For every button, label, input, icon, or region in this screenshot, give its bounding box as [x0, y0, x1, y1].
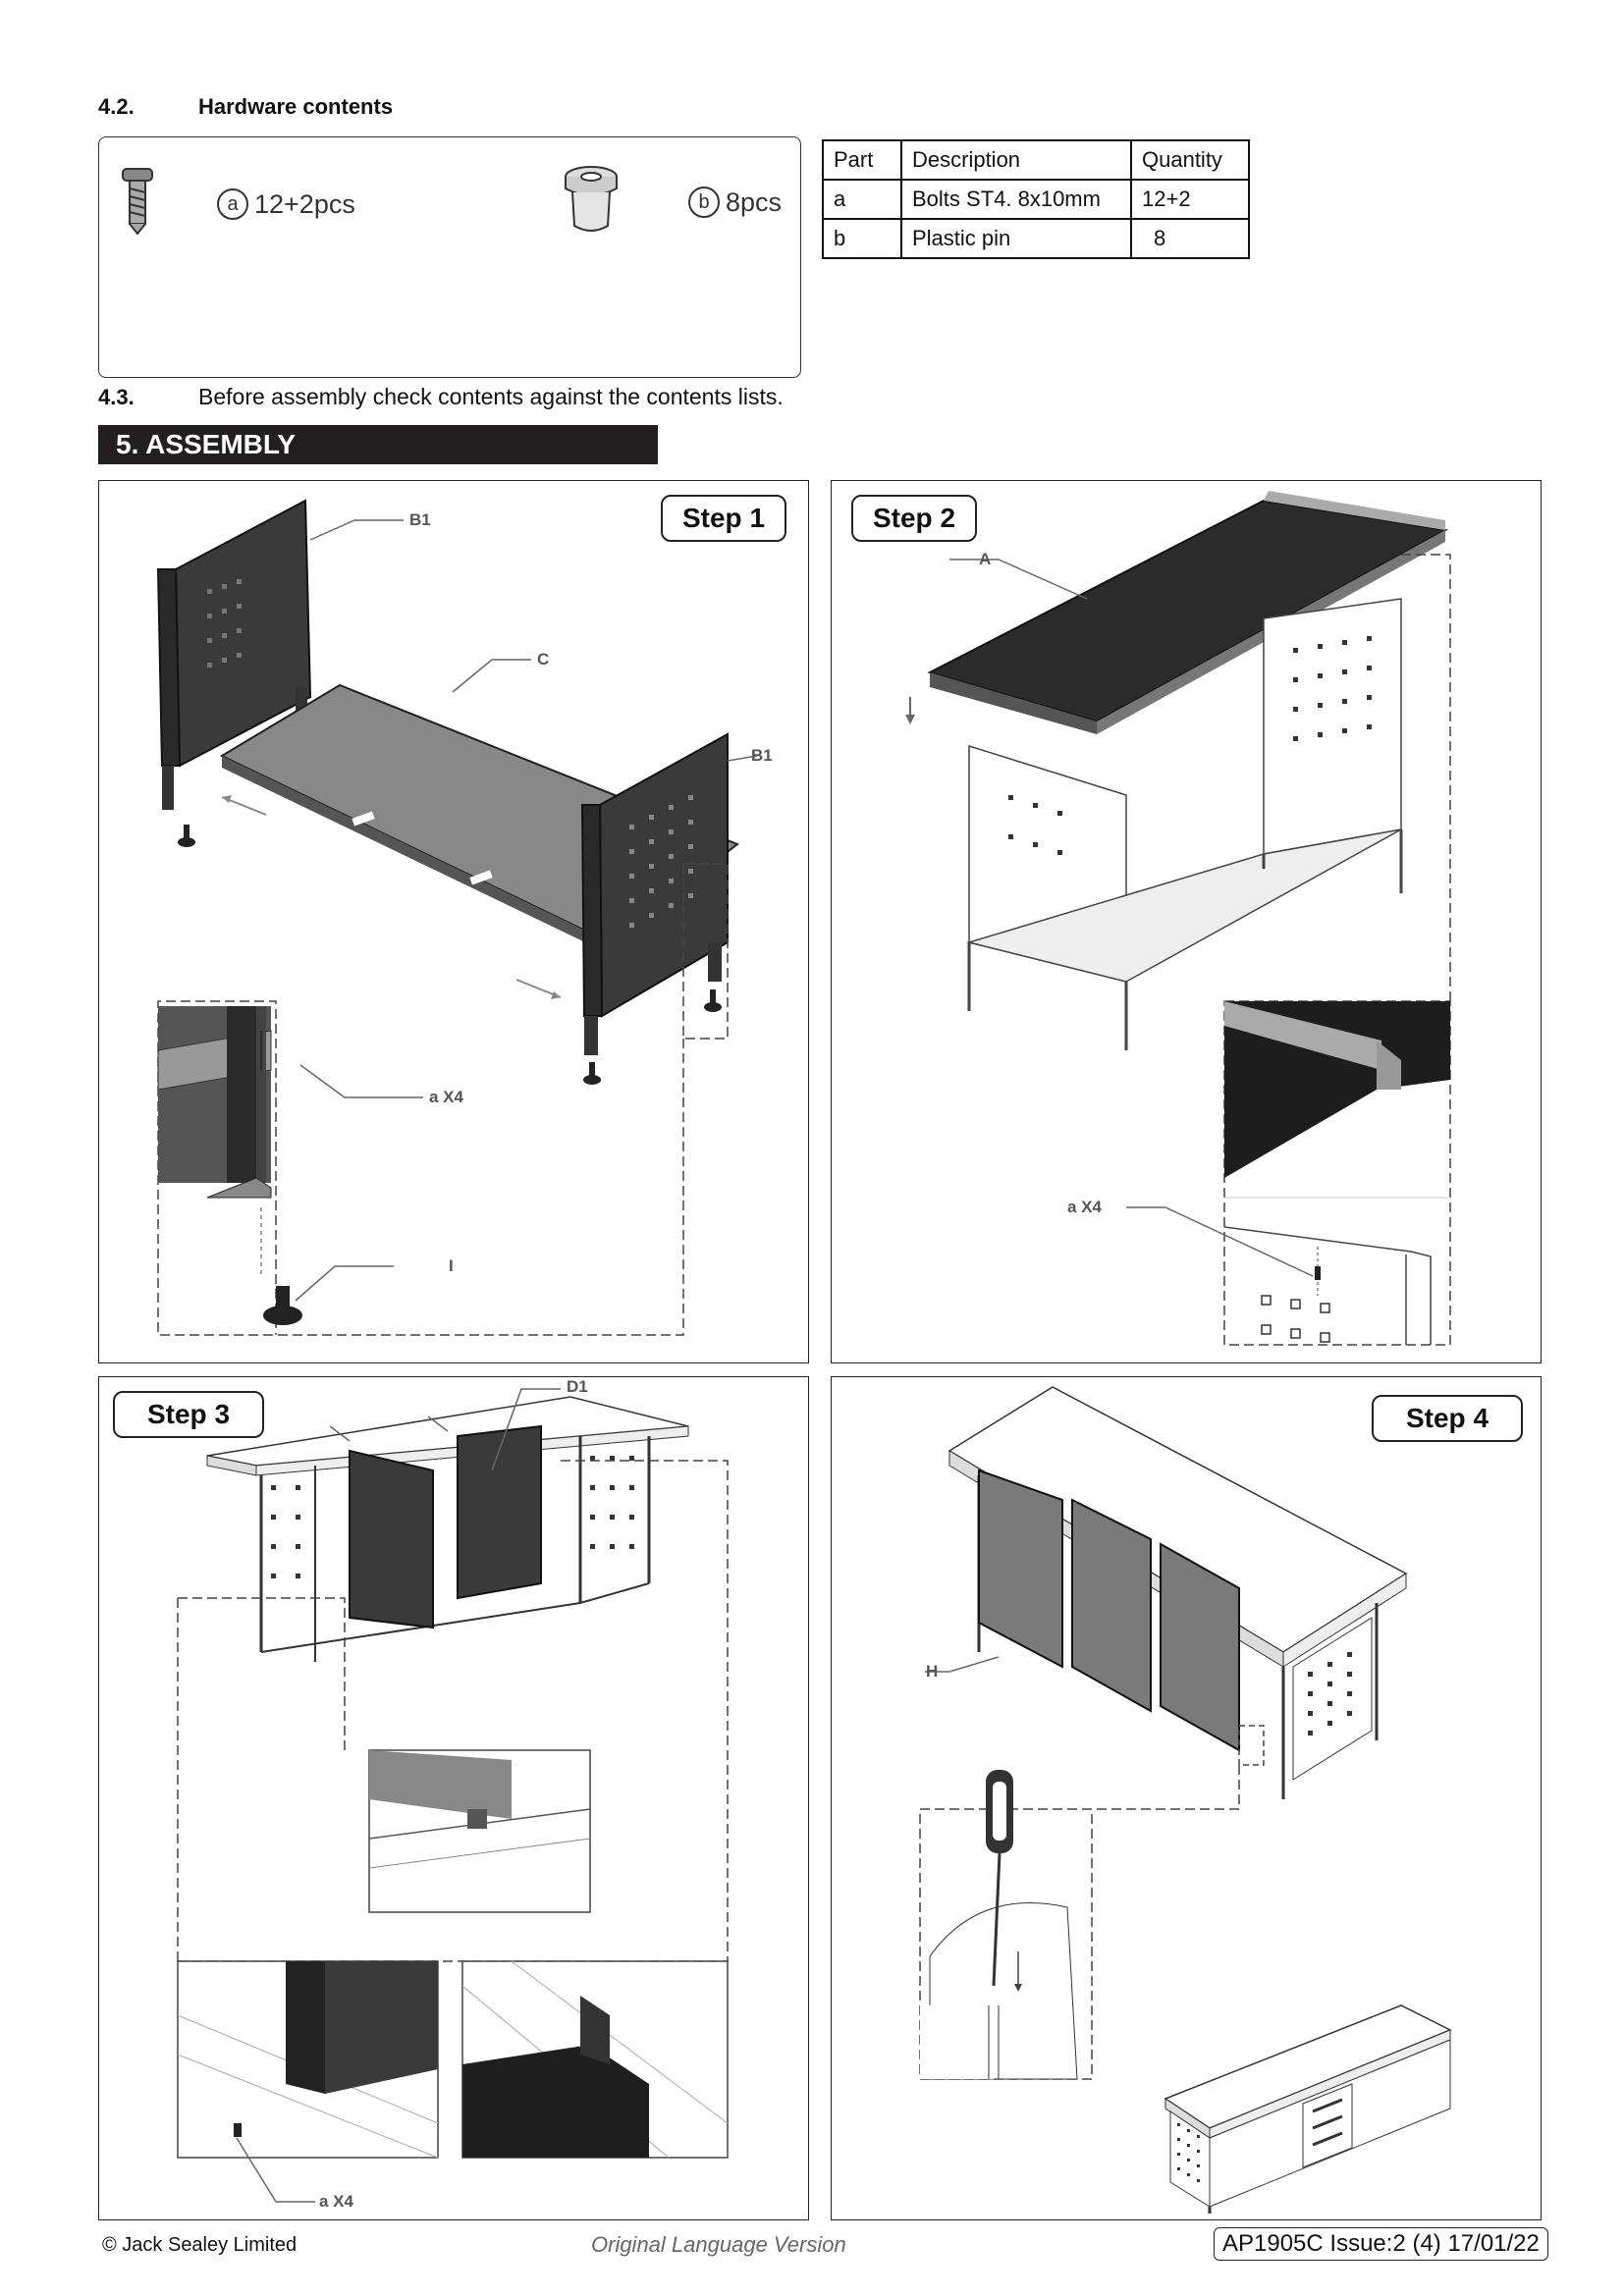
step1-illustration [156, 499, 758, 1336]
table-cell: 12+2 [1130, 179, 1250, 220]
part-b-quantity: 8pcs [726, 187, 783, 217]
footer-copyright: © Jack Sealey Limited [102, 2234, 298, 2256]
callout-a-x4: a X4 [429, 1088, 463, 1106]
table-header: Quantity [1130, 139, 1250, 181]
callout-h: H [926, 1662, 939, 1681]
parts-table: Part Description Quantity a Bolts ST4. 8… [822, 139, 1250, 259]
step1-label: Step 1 [661, 495, 786, 542]
step2-panel: Step 2 A a X4 [831, 480, 1542, 1363]
callout-d1: D1 [567, 1377, 588, 1396]
table-row: b Plastic pin 8 [822, 218, 1250, 259]
step2-label: Step 2 [851, 495, 977, 542]
assembly-banner: 5. ASSEMBLY [98, 425, 658, 464]
part-b-marker: b [688, 187, 720, 218]
table-cell: a [822, 179, 902, 220]
step1-panel: Step 1 B1 C B1 a X4 I [98, 480, 809, 1363]
footer-language-version: Original Language Version [591, 2232, 846, 2257]
check-contents-text: Before assembly check contents against t… [198, 384, 784, 409]
table-header: Description [900, 139, 1132, 181]
hardware-box: a 12+2pcs b 8pcs [98, 136, 801, 378]
table-header: Part [822, 139, 902, 181]
table-header-row: Part Description Quantity [822, 139, 1250, 181]
part-a-marker: a [217, 188, 248, 220]
step3-panel: Step 3 D1 a X4 [98, 1376, 809, 2220]
callout-c: C [537, 650, 550, 668]
table-cell: Plastic pin [900, 218, 1132, 259]
step2-illustration [905, 491, 1451, 1346]
step4-label: Step 4 [1372, 1395, 1523, 1442]
callout-i: I [449, 1256, 454, 1275]
callout-b1-left: B1 [409, 510, 431, 529]
callout-a: A [979, 550, 992, 568]
callout-a-x4: a X4 [319, 2192, 353, 2211]
callout-b1-right: B1 [751, 746, 773, 765]
plastic-pin-icon [565, 166, 618, 232]
step4-illustration [919, 1386, 1452, 2214]
footer-document-id: AP1905C Issue:2 (4) 17/01/22 [1214, 2227, 1548, 2261]
table-row: a Bolts ST4. 8x10mm 12+2 [822, 179, 1250, 220]
part-a-quantity: 12+2pcs [254, 188, 355, 219]
section-title-hardware: Hardware contents [198, 94, 394, 119]
table-cell: b [822, 218, 902, 259]
screw-icon [122, 168, 153, 236]
step4-panel: Step 4 H [831, 1376, 1542, 2220]
section-number-4-2: 4.2. [98, 94, 135, 119]
section-number-4-3: 4.3. [98, 385, 135, 409]
table-cell: Bolts ST4. 8x10mm [900, 179, 1132, 220]
callout-a-x4: a X4 [1067, 1198, 1102, 1216]
step3-illustration [177, 1388, 729, 2203]
table-cell: 8 [1130, 218, 1250, 259]
step3-label: Step 3 [113, 1391, 264, 1438]
